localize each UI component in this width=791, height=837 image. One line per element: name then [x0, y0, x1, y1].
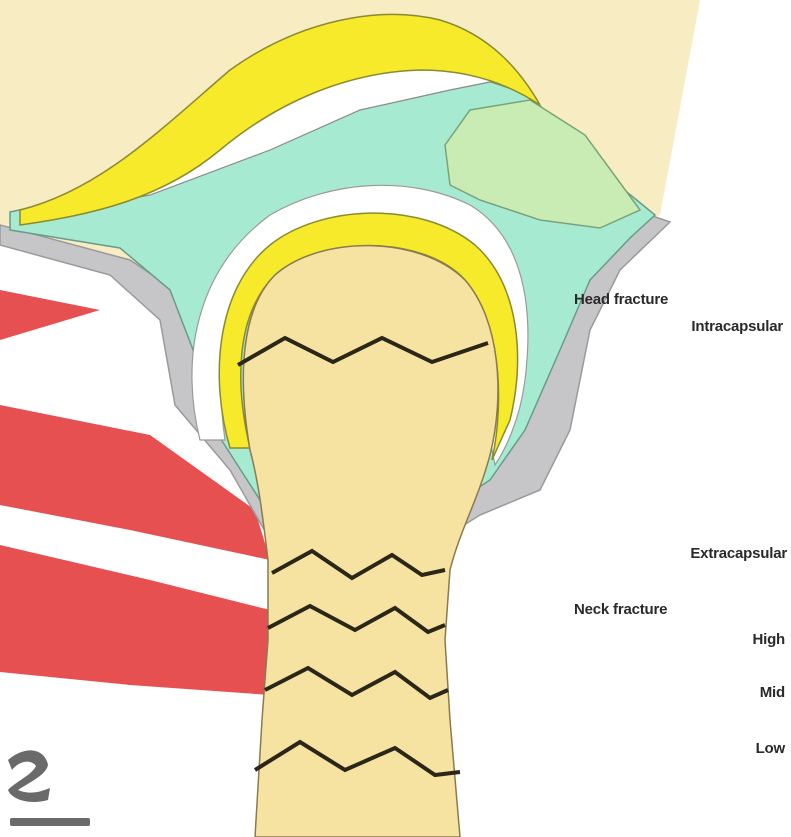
neck-fracture-high-label: High [752, 631, 785, 648]
head-fracture-label: Head fracture [574, 291, 668, 308]
logo-text-bar [10, 818, 90, 826]
intracapsular-label: Intracapsular [691, 318, 783, 335]
neck-fracture-label: Neck fracture [574, 601, 667, 618]
neck-fracture-mid-label: Mid [760, 684, 785, 701]
extracapsular-label: Extracapsular [690, 545, 787, 562]
neck-fracture-low-label: Low [756, 740, 785, 757]
